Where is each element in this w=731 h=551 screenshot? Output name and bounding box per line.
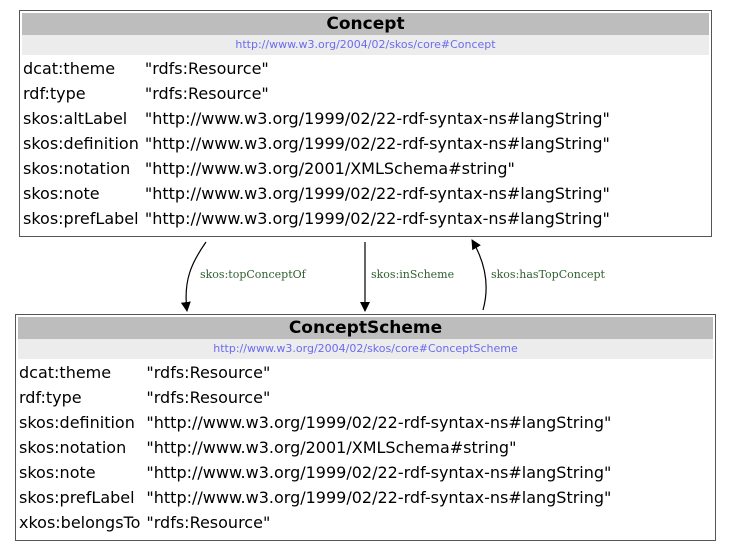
concept-node: Concept http://www.w3.org/2004/02/skos/c…	[19, 10, 712, 237]
property-key: skos:altLabel	[23, 109, 128, 128]
property-key: rdf:type	[23, 84, 86, 103]
property-key: xkos:belongsTo	[19, 513, 141, 532]
property-key: dcat:theme	[19, 363, 112, 382]
node-title: Concept	[22, 13, 709, 35]
property-value: "http://www.w3.org/2001/XMLSchema#string…	[146, 438, 517, 457]
property-table: dcat:theme "rdfs:Resource" rdf:type "rdfs:R…	[19, 360, 611, 535]
property-row: rdf:type "rdfs:Resource"	[19, 385, 611, 410]
property-value: "http://www.w3.org/1999/02/22-rdf-syntax…	[144, 184, 610, 203]
edge-label-inscheme: skos:inScheme	[371, 268, 454, 281]
property-key: skos:prefLabel	[23, 209, 139, 228]
property-value: "rdfs:Resource"	[146, 513, 271, 532]
property-row: rdf:type "rdfs:Resource"	[23, 81, 610, 106]
property-key: skos:definition	[19, 413, 135, 432]
property-value: "http://www.w3.org/1999/02/22-rdf-syntax…	[144, 109, 610, 128]
property-key: skos:note	[23, 184, 100, 203]
property-key: dcat:theme	[23, 59, 116, 78]
property-row: skos:definition "http://www.w3.org/1999/0…	[19, 410, 611, 435]
property-value: "rdfs:Resource"	[144, 84, 269, 103]
property-table: dcat:theme "rdfs:Resource" rdf:type "rdfs:R…	[23, 56, 610, 231]
property-row: skos:altLabel "http://www.w3.org/1999/02/…	[23, 106, 610, 131]
property-row: skos:prefLabel "http://www.w3.org/1999/02…	[19, 485, 611, 510]
property-key: skos:notation	[23, 159, 131, 178]
property-row: skos:notation "http://www.w3.org/2001/XML…	[19, 435, 611, 460]
property-value: "http://www.w3.org/1999/02/22-rdf-syntax…	[146, 413, 612, 432]
property-key: skos:note	[19, 463, 96, 482]
property-key: rdf:type	[19, 388, 82, 407]
node-title: ConceptScheme	[18, 317, 713, 339]
property-row: skos:notation "http://www.w3.org/2001/XML…	[23, 156, 610, 181]
edge-label-topconceptof: skos:topConceptOf	[200, 268, 307, 281]
property-row: skos:definition "http://www.w3.org/1999/0…	[23, 131, 610, 156]
edge-topconceptof	[180, 241, 207, 312]
property-value: "rdfs:Resource"	[146, 388, 271, 407]
property-value: "rdfs:Resource"	[144, 59, 269, 78]
property-row: dcat:theme "rdfs:Resource"	[19, 360, 611, 385]
edge-label-hastopconcept: skos:hasTopConcept	[491, 268, 606, 281]
property-row: xkos:belongsTo "rdfs:Resource"	[19, 510, 611, 535]
property-value: "http://www.w3.org/1999/02/22-rdf-syntax…	[146, 463, 612, 482]
conceptscheme-node: ConceptScheme http://www.w3.org/2004/02/…	[15, 314, 716, 541]
node-uri: http://www.w3.org/2004/02/skos/core#Conc…	[22, 35, 709, 55]
edge-hastopconcept	[471, 239, 487, 311]
property-key: skos:notation	[19, 438, 127, 457]
node-uri: http://www.w3.org/2004/02/skos/core#Conc…	[18, 339, 713, 359]
property-key: skos:prefLabel	[19, 488, 135, 507]
property-row: skos:prefLabel "http://www.w3.org/1999/02…	[23, 206, 610, 231]
property-row: dcat:theme "rdfs:Resource"	[23, 56, 610, 81]
property-value: "http://www.w3.org/2001/XMLSchema#string…	[144, 159, 515, 178]
property-key: skos:definition	[23, 134, 139, 153]
property-row: skos:note "http://www.w3.org/1999/02/22-r…	[23, 181, 610, 206]
property-value: "rdfs:Resource"	[146, 363, 271, 382]
property-value: "http://www.w3.org/1999/02/22-rdf-syntax…	[144, 134, 610, 153]
property-row: skos:note "http://www.w3.org/1999/02/22-r…	[19, 460, 611, 485]
property-value: "http://www.w3.org/1999/02/22-rdf-syntax…	[146, 488, 612, 507]
property-value: "http://www.w3.org/1999/02/22-rdf-syntax…	[144, 209, 610, 228]
